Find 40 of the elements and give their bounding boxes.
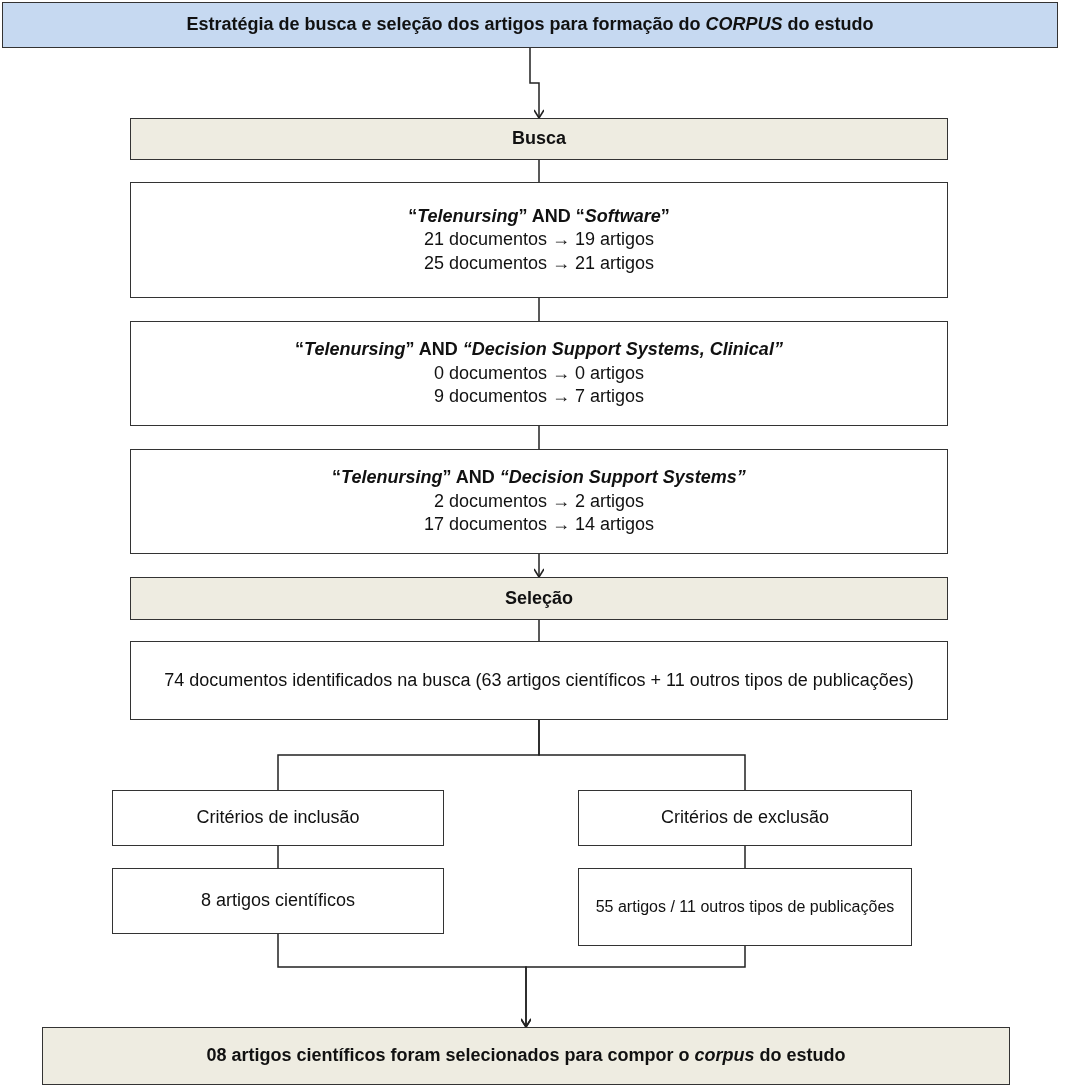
node-text: 08 artigos científicos foram selecionados para compor o corpus do estudo bbox=[206, 1044, 846, 1068]
connector bbox=[538, 619, 540, 642]
node-text: Busca bbox=[512, 127, 566, 151]
node-text: 8 artigos científicos bbox=[200, 889, 356, 913]
search-box bbox=[130, 182, 948, 298]
connector bbox=[520, 945, 746, 1028]
section-header bbox=[130, 118, 948, 160]
node-text: 25 documentos → 21 artigos bbox=[423, 251, 655, 275]
node-text: Estratégia de busca e seleção dos artigos para formação do CORPUS do estudo bbox=[186, 13, 874, 37]
process-box bbox=[130, 641, 948, 720]
node-text: “Telenursing” AND “Decision Support Systems” bbox=[332, 466, 746, 490]
connector bbox=[538, 159, 540, 183]
connector bbox=[744, 845, 746, 869]
title-band bbox=[2, 2, 1058, 48]
node-text: 0 documentos → 0 artigos bbox=[433, 361, 645, 385]
connector bbox=[538, 297, 540, 322]
connector bbox=[529, 47, 545, 119]
connector bbox=[533, 553, 545, 578]
connector bbox=[538, 719, 746, 791]
result-box bbox=[578, 868, 912, 946]
node-text: 74 documentos identificados na busca (63 artigos científicos + 11 outros tipos de publicações) bbox=[164, 668, 914, 692]
node-text: “Telenursing” AND “Decision Support Systems, Clinical” bbox=[295, 338, 783, 362]
node-text: Seleção bbox=[504, 586, 573, 610]
criteria-box bbox=[112, 790, 444, 846]
search-box bbox=[130, 321, 948, 426]
node-text: “Telenursing” AND “Software” bbox=[408, 204, 670, 228]
connector bbox=[538, 425, 540, 450]
section-header bbox=[130, 577, 948, 620]
node-text: 2 documentos → 2 artigos bbox=[433, 489, 645, 513]
connector bbox=[277, 845, 279, 869]
node-text: Critérios de exclusão bbox=[660, 806, 830, 830]
node-text: Critérios de inclusão bbox=[196, 806, 360, 830]
conclusion-band bbox=[42, 1027, 1010, 1085]
node-text: 21 documentos → 19 artigos bbox=[423, 228, 655, 252]
criteria-box bbox=[578, 790, 912, 846]
search-box bbox=[130, 449, 948, 554]
node-text: 17 documentos → 14 artigos bbox=[423, 513, 655, 537]
node-text: 55 artigos / 11 outros tipos de publicações bbox=[595, 896, 895, 917]
result-box bbox=[112, 868, 444, 934]
node-text: 9 documentos → 7 artigos bbox=[433, 385, 645, 409]
